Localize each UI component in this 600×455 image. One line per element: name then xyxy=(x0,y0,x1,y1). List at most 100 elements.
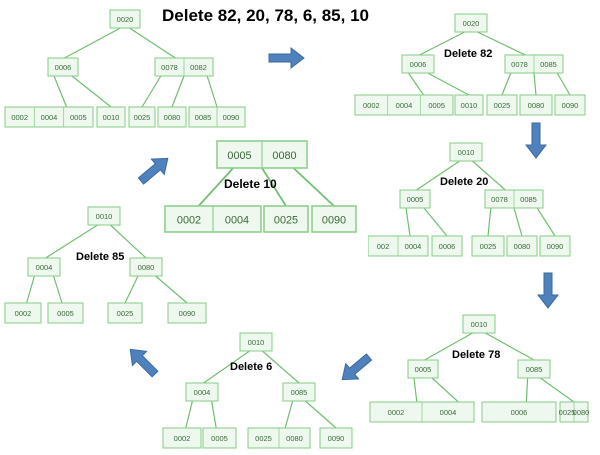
leaf-node-box xyxy=(47,302,84,324)
internal-node: 0004 xyxy=(185,382,219,402)
node-key: 0090 xyxy=(179,309,196,318)
node-key: 0002 xyxy=(177,214,201,226)
tree-edge xyxy=(536,207,556,237)
node-key: 0085 xyxy=(520,195,537,204)
arrow-shape xyxy=(536,272,560,309)
tree-edge xyxy=(124,275,139,304)
arrow-shape xyxy=(524,122,548,159)
node-key: 0004 xyxy=(396,101,413,110)
leaf-node: 0090 xyxy=(167,302,207,324)
tree-edge xyxy=(305,400,337,429)
tree-edge xyxy=(53,275,63,304)
step-label: Delete 6 xyxy=(230,361,272,373)
node-key: 0078 xyxy=(511,60,528,69)
node-key: 0005 xyxy=(57,309,74,318)
node-key: 0020 xyxy=(117,15,134,24)
node-key: 0004 xyxy=(225,214,249,226)
arrow-up-left-icon xyxy=(129,348,159,378)
internal-node: 0005 xyxy=(407,359,439,379)
leaf-node: 0090 xyxy=(311,205,357,233)
tree-edge xyxy=(129,27,176,59)
step-label: Delete 20 xyxy=(440,176,488,188)
node-key: 0005 xyxy=(211,434,228,443)
node-key: 0090 xyxy=(547,242,564,251)
internal-node: 0005 xyxy=(399,189,431,209)
internal-node-box xyxy=(27,257,61,277)
node-key: 0090 xyxy=(223,113,240,122)
tree-edge xyxy=(292,167,335,207)
arrow-shape xyxy=(341,353,373,381)
node-key: 0080 xyxy=(514,242,531,251)
tree-edge xyxy=(533,72,537,96)
tree-edge xyxy=(26,275,35,304)
tree-edge xyxy=(203,350,250,384)
leaf-node: 0025 xyxy=(486,94,518,116)
node-key: 0010 xyxy=(248,338,265,347)
node-key: 0090 xyxy=(562,101,579,110)
node-key: 0025 xyxy=(559,408,576,417)
leaf-node-box xyxy=(354,94,454,116)
node-key: 0080 xyxy=(272,150,296,162)
root-node: 0010 xyxy=(87,206,121,226)
internal-node-box xyxy=(407,359,439,379)
tree-edge xyxy=(540,377,575,403)
tree-edge xyxy=(501,72,512,96)
tree-edge xyxy=(413,377,418,403)
step-label: Delete 85 xyxy=(76,251,124,263)
tree-edge xyxy=(53,75,68,108)
leaf-node-box xyxy=(471,235,505,257)
tree-edge xyxy=(405,207,411,237)
leaf-node: 0006 xyxy=(431,235,463,257)
tree-edge xyxy=(109,224,147,259)
internal-node-box xyxy=(282,382,316,402)
node-key: 002 xyxy=(377,242,390,251)
leaf-node-box xyxy=(506,235,538,257)
node-key: 0004 xyxy=(36,263,53,272)
leaf-node: 0010 xyxy=(96,106,126,128)
leaf-node-box xyxy=(4,302,42,324)
node-key: 0006 xyxy=(55,63,72,72)
leaf-node-box xyxy=(481,401,557,423)
btree-svg: 0010 0004 0080 0002 0005 0025 0090 Delete 85 xyxy=(4,206,207,324)
leaf-node-box xyxy=(107,302,143,324)
root-node: 0020 xyxy=(109,9,141,29)
internal-node: 0006 xyxy=(47,57,79,77)
tree-edge xyxy=(64,27,121,59)
leaf-node: 0010 xyxy=(454,94,484,116)
node-key: 0078 xyxy=(491,195,508,204)
tree-edge xyxy=(513,207,523,237)
root-node-box xyxy=(462,314,496,334)
node-key: 0005 xyxy=(227,150,251,162)
tree-edge xyxy=(261,167,287,207)
leaf-node: 0006 xyxy=(481,401,557,423)
node-key: 0006 xyxy=(439,242,456,251)
leaf-node-box xyxy=(431,235,463,257)
internal-node-box xyxy=(517,359,551,379)
leaf-node: 0025 xyxy=(471,235,505,257)
tree-edge xyxy=(262,350,300,384)
tree-edge xyxy=(431,377,459,403)
leaf-node-box xyxy=(519,94,553,116)
arrow-down-left-icon xyxy=(341,353,373,381)
leaf-node: 0025 xyxy=(263,205,309,233)
leaf-node-box xyxy=(311,205,357,233)
root-node: 0020 xyxy=(454,13,488,33)
root-node-box xyxy=(454,13,488,33)
leaf-node-box xyxy=(263,205,309,233)
leaf-node: 0025 xyxy=(107,302,143,324)
leaf-node: 0080 xyxy=(157,106,187,128)
node-key: 0085 xyxy=(195,113,212,122)
tree-edge xyxy=(197,167,234,207)
leaf-node: 0080 xyxy=(519,94,553,116)
node-key: 0082 xyxy=(190,63,207,72)
internal-node: 0080 xyxy=(129,257,163,277)
node-key: 0020 xyxy=(463,19,480,28)
step-label: Delete 82 xyxy=(444,48,492,60)
leaf-node: 0002 xyxy=(4,302,42,324)
